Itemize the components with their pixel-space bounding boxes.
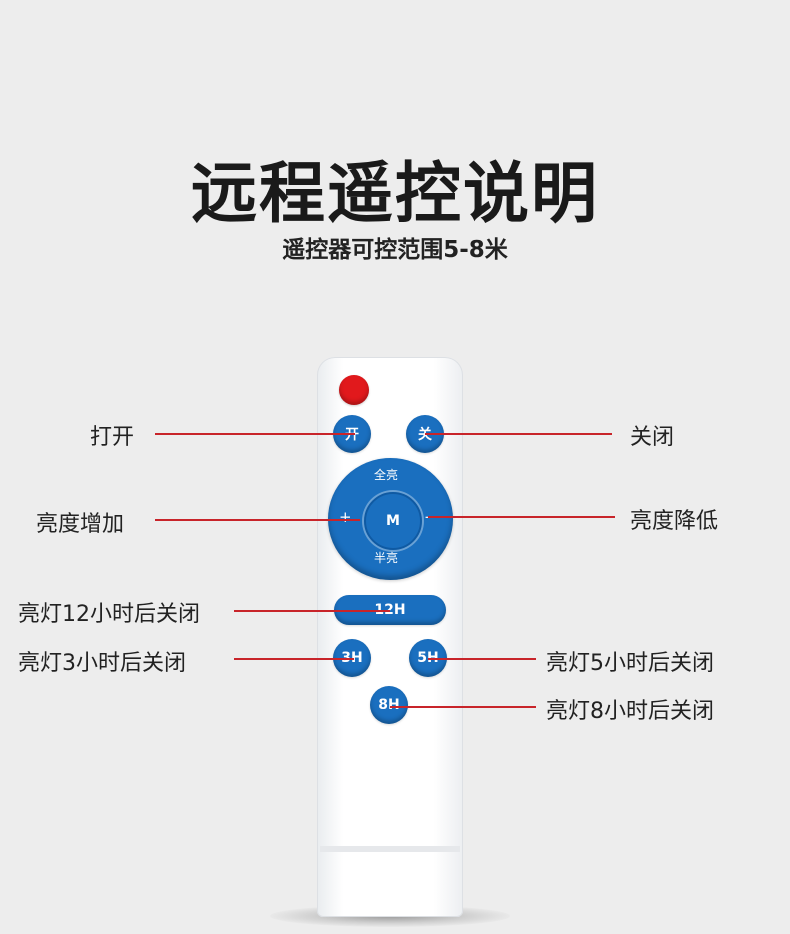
callout-close: 关闭	[630, 425, 675, 450]
leader-line-3h	[234, 658, 354, 660]
power-button[interactable]	[339, 375, 369, 405]
mode-button[interactable]: M	[364, 492, 422, 550]
leader-line-12h	[234, 610, 390, 612]
full-brightness-label: 全亮	[374, 468, 399, 482]
timer-8h-button[interactable]: 8H	[370, 686, 408, 724]
page-title: 远程遥控说明	[191, 155, 599, 232]
leader-line-brightness-up	[155, 519, 360, 521]
leader-line-close	[425, 433, 612, 435]
leader-line-5h	[428, 658, 536, 660]
callout-brightness-down: 亮度降低	[630, 509, 719, 534]
leader-line-brightness-down	[428, 516, 615, 518]
callout-off-8h: 亮灯8小时后关闭	[546, 699, 714, 724]
half-brightness-label: 半亮	[374, 551, 399, 565]
callout-brightness-up: 亮度增加	[36, 512, 125, 537]
leader-line-open	[155, 433, 355, 435]
callout-open: 打开	[90, 425, 135, 450]
callout-off-3h: 亮灯3小时后关闭	[18, 651, 186, 676]
plus-label: +	[339, 508, 352, 526]
page-subtitle: 遥控器可控范围5-8米	[282, 237, 508, 263]
callout-off-5h: 亮灯5小时后关闭	[546, 651, 714, 676]
callout-off-12h: 亮灯12小时后关闭	[18, 602, 200, 627]
remote-battery-seam	[320, 846, 460, 852]
leader-line-8h	[390, 706, 536, 708]
